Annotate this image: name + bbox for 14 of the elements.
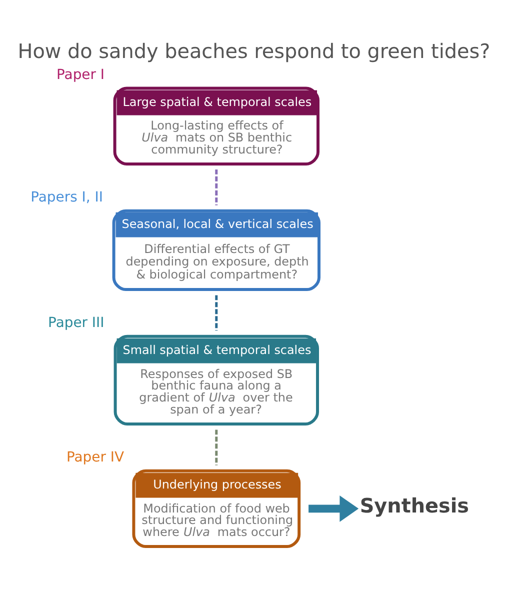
node-label: Paper IV: [66, 449, 124, 466]
node-label: Paper I: [56, 66, 105, 83]
node-text: Synthesis: [360, 494, 470, 518]
node-box: Seasonal, local & vertical scales Differential effects of GT depending on exposure, depth & biological compartment?: [112, 208, 320, 291]
connector: [215, 429, 218, 465]
connector: [215, 294, 218, 330]
node-label: Paper III: [48, 314, 104, 331]
node-box: Large spatial & temporal scales Long-lasting effects of Ulva mats on SB benthic community structure?: [113, 86, 320, 165]
arrow: [308, 494, 359, 522]
node-label: Papers I, II: [30, 189, 103, 206]
node-box: Underlying processes Modification of food web structure and functioning where Ulva mats occur?: [132, 468, 301, 548]
node-box: Small spatial & temporal scales Responses of exposed SB benthic fauna along a gradient of Ulva over the span of a year?: [114, 334, 319, 425]
diagram-title: How do sandy beaches respond to green tides?: [18, 39, 490, 62]
connector: [215, 168, 218, 205]
